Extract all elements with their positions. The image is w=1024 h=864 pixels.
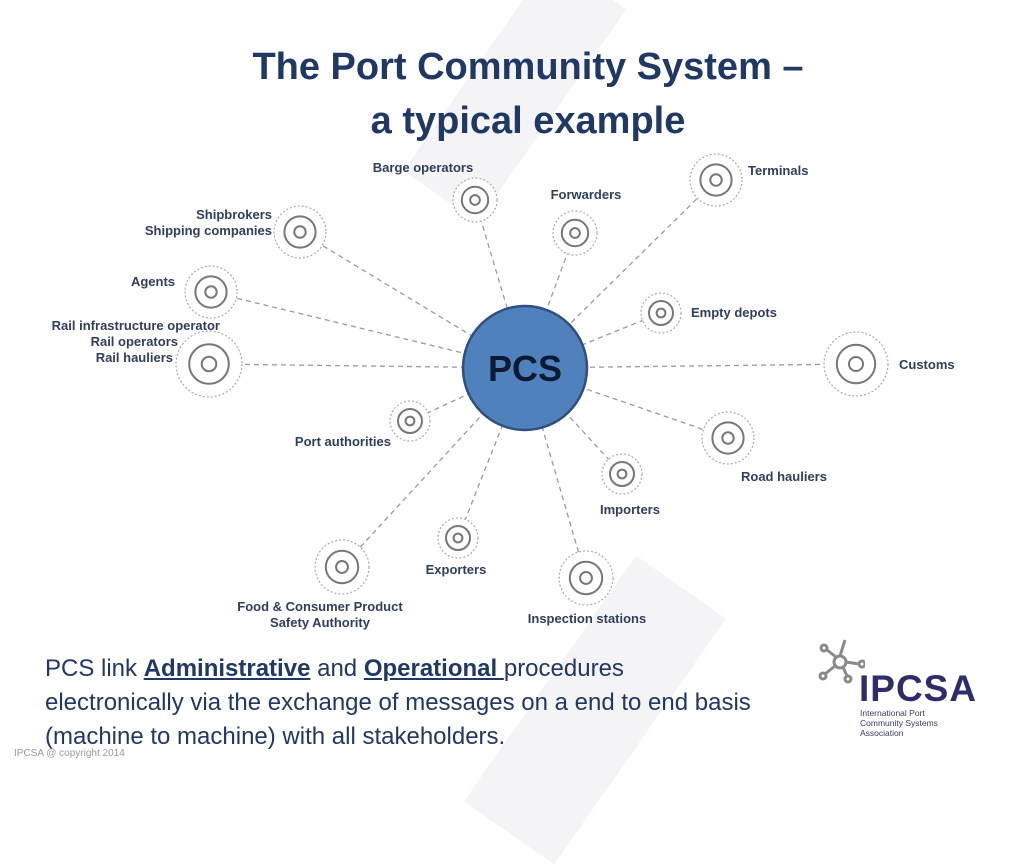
node-label: Rail infrastructure operator (52, 318, 220, 333)
desc-pre: PCS link (45, 655, 144, 682)
node-center-icon (293, 225, 307, 239)
node-center-icon (709, 173, 723, 187)
node-center-icon (579, 571, 593, 585)
description-text: PCS link Administrative and Operational … (45, 652, 765, 754)
stakeholder-node: Empty depots (640, 292, 777, 334)
node-label: Terminals (748, 163, 808, 178)
node-center-icon (404, 415, 416, 427)
node-center-icon (847, 355, 865, 373)
logo-subtitle: International Port Community Systems Ass… (860, 708, 938, 738)
node-label: Empty depots (691, 305, 777, 320)
desc-post: procedures electronically via the exchan… (45, 655, 751, 750)
node-center-icon (200, 355, 218, 373)
node-label: Shipbrokers (196, 207, 272, 222)
node-label: Food & Consumer Product (237, 599, 403, 614)
desc-mid: and (310, 655, 364, 682)
node-label: Safety Authority (270, 615, 371, 630)
node-center-icon (452, 532, 464, 544)
title-line-1: The Port Community System – (252, 46, 804, 88)
node-center-icon (655, 307, 667, 319)
stakeholder-node: Inspection stations (528, 550, 646, 626)
node-center-icon (204, 285, 218, 299)
node-label: Barge operators (373, 160, 473, 175)
node-center-icon (721, 431, 735, 445)
node-label: Customs (899, 357, 955, 372)
stakeholder-node: Agents (131, 265, 238, 319)
connector-line (457, 367, 526, 539)
title-line-2: a typical example (370, 100, 686, 142)
node-center-icon (569, 227, 581, 239)
copyright: IPCSA @ copyright 2014 (14, 748, 125, 759)
stakeholder-node: Forwarders (551, 187, 622, 256)
stakeholder-node: Road hauliers (701, 411, 827, 484)
stakeholder-node: Terminals (689, 153, 808, 207)
node-label: Agents (131, 274, 175, 289)
node-label: Road hauliers (741, 469, 827, 484)
node-center-icon (616, 468, 628, 480)
node-center-icon (335, 560, 349, 574)
node-label: Inspection stations (528, 611, 646, 626)
node-label: Rail operators (91, 334, 178, 349)
node-label: Exporters (426, 562, 487, 577)
stakeholder-node: Exporters (426, 517, 487, 577)
term-operational: Operational (363, 655, 504, 682)
connector-line (524, 363, 857, 369)
term-administrative: Administrative (143, 655, 311, 682)
logo-name: IPCSA (859, 668, 978, 709)
stakeholder-node: Port authorities (295, 400, 431, 449)
node-label: Shipping companies (145, 223, 272, 238)
pcs-hub (461, 304, 589, 432)
stakeholder-node: Barge operators (373, 160, 498, 223)
connector-line (409, 367, 526, 422)
connector-line (524, 312, 662, 369)
node-label: Rail hauliers (96, 350, 173, 365)
node-label: Port authorities (295, 434, 391, 449)
stakeholder-node: Customs (823, 331, 955, 397)
node-center-icon (469, 194, 481, 206)
pcs-hub-label: PCS (488, 348, 562, 389)
ipcsa-logo: IPCSA International Port Community Syste… (815, 638, 978, 738)
stakeholder-node: Importers (600, 453, 660, 517)
node-label: Importers (600, 502, 660, 517)
network-icon (818, 639, 865, 684)
page-title: The Port Community System – a typical ex… (0, 40, 1024, 148)
node-label: Forwarders (551, 187, 622, 202)
